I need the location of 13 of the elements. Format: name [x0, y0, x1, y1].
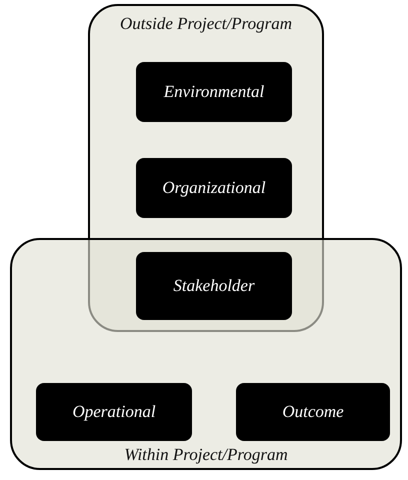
category-label: Stakeholder: [173, 276, 255, 296]
category-box: [136, 62, 292, 122]
category-box: [36, 383, 192, 441]
category-label: Environmental: [162, 82, 266, 102]
category-label: Operational: [71, 402, 157, 422]
region-heading: Outside Project/Program: [118, 14, 294, 34]
category-label: Outcome: [281, 402, 345, 422]
scope-region: [10, 238, 402, 470]
region-heading: Within Project/Program: [123, 445, 289, 465]
category-box: [236, 383, 390, 441]
category-box: [136, 252, 292, 320]
category-label: Organizational: [161, 178, 267, 198]
category-box: [136, 158, 292, 218]
